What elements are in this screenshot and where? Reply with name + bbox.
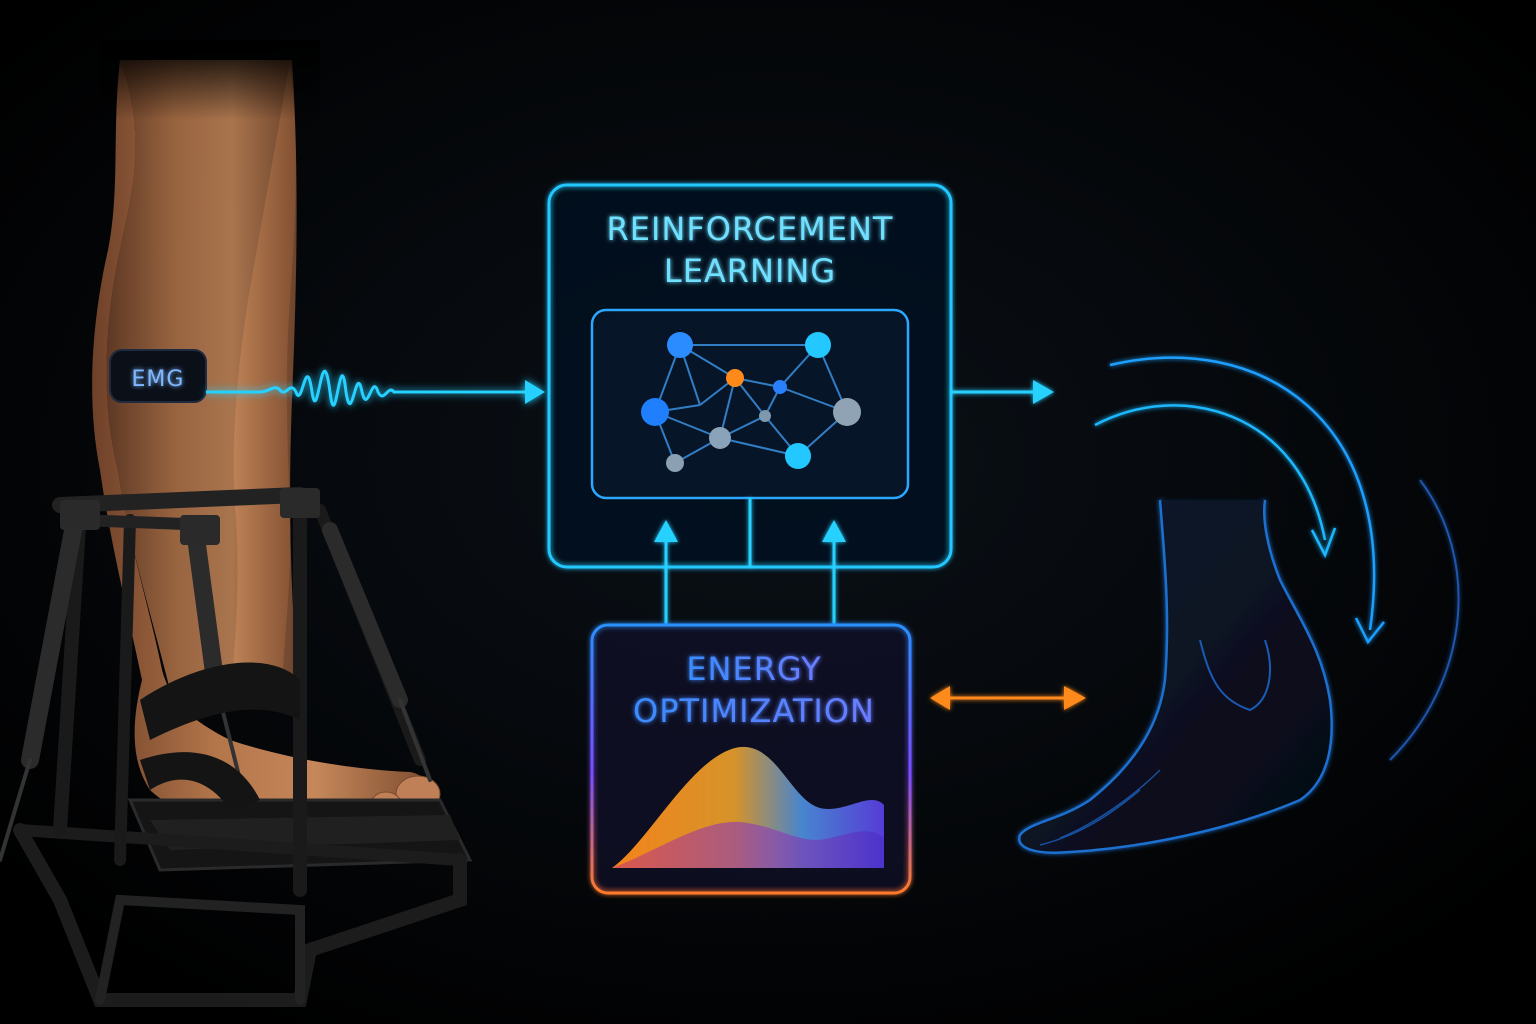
rotation-arrow-3 [1389, 479, 1460, 761]
foot-silhouette [1018, 499, 1333, 854]
energy-box: ENERGY OPTIMIZATION [590, 623, 912, 895]
emg-waveform [206, 369, 420, 407]
ankle-exoskeleton-icon [0, 487, 473, 1007]
feedback-connectors [654, 498, 846, 625]
emg-signal [206, 369, 545, 407]
rl-title-line2: LEARNING [664, 252, 836, 290]
rotation-arrow-1 [1094, 404, 1327, 541]
rl-title-line1: REINFORCEMENT [607, 210, 894, 248]
energy-title-line2: OPTIMIZATION [633, 692, 875, 730]
foot-outline-icon [1018, 499, 1333, 854]
rotation-arrow-2 [1109, 356, 1376, 631]
emg-label: EMG [132, 367, 185, 392]
neural-network-icon [641, 332, 861, 472]
energy-title-line1: ENERGY [686, 650, 821, 688]
lower-leg [92, 60, 435, 828]
bidirectional-arrow [930, 686, 1086, 710]
rl-output-arrow [951, 380, 1054, 404]
energy-curve-icon [612, 746, 884, 868]
emg-sensor-icon [109, 349, 207, 403]
rotation-arrows [1094, 356, 1460, 761]
network-panel [590, 308, 910, 500]
emg-sensor: EMG [109, 349, 207, 403]
emg-arrow-head [525, 380, 545, 404]
